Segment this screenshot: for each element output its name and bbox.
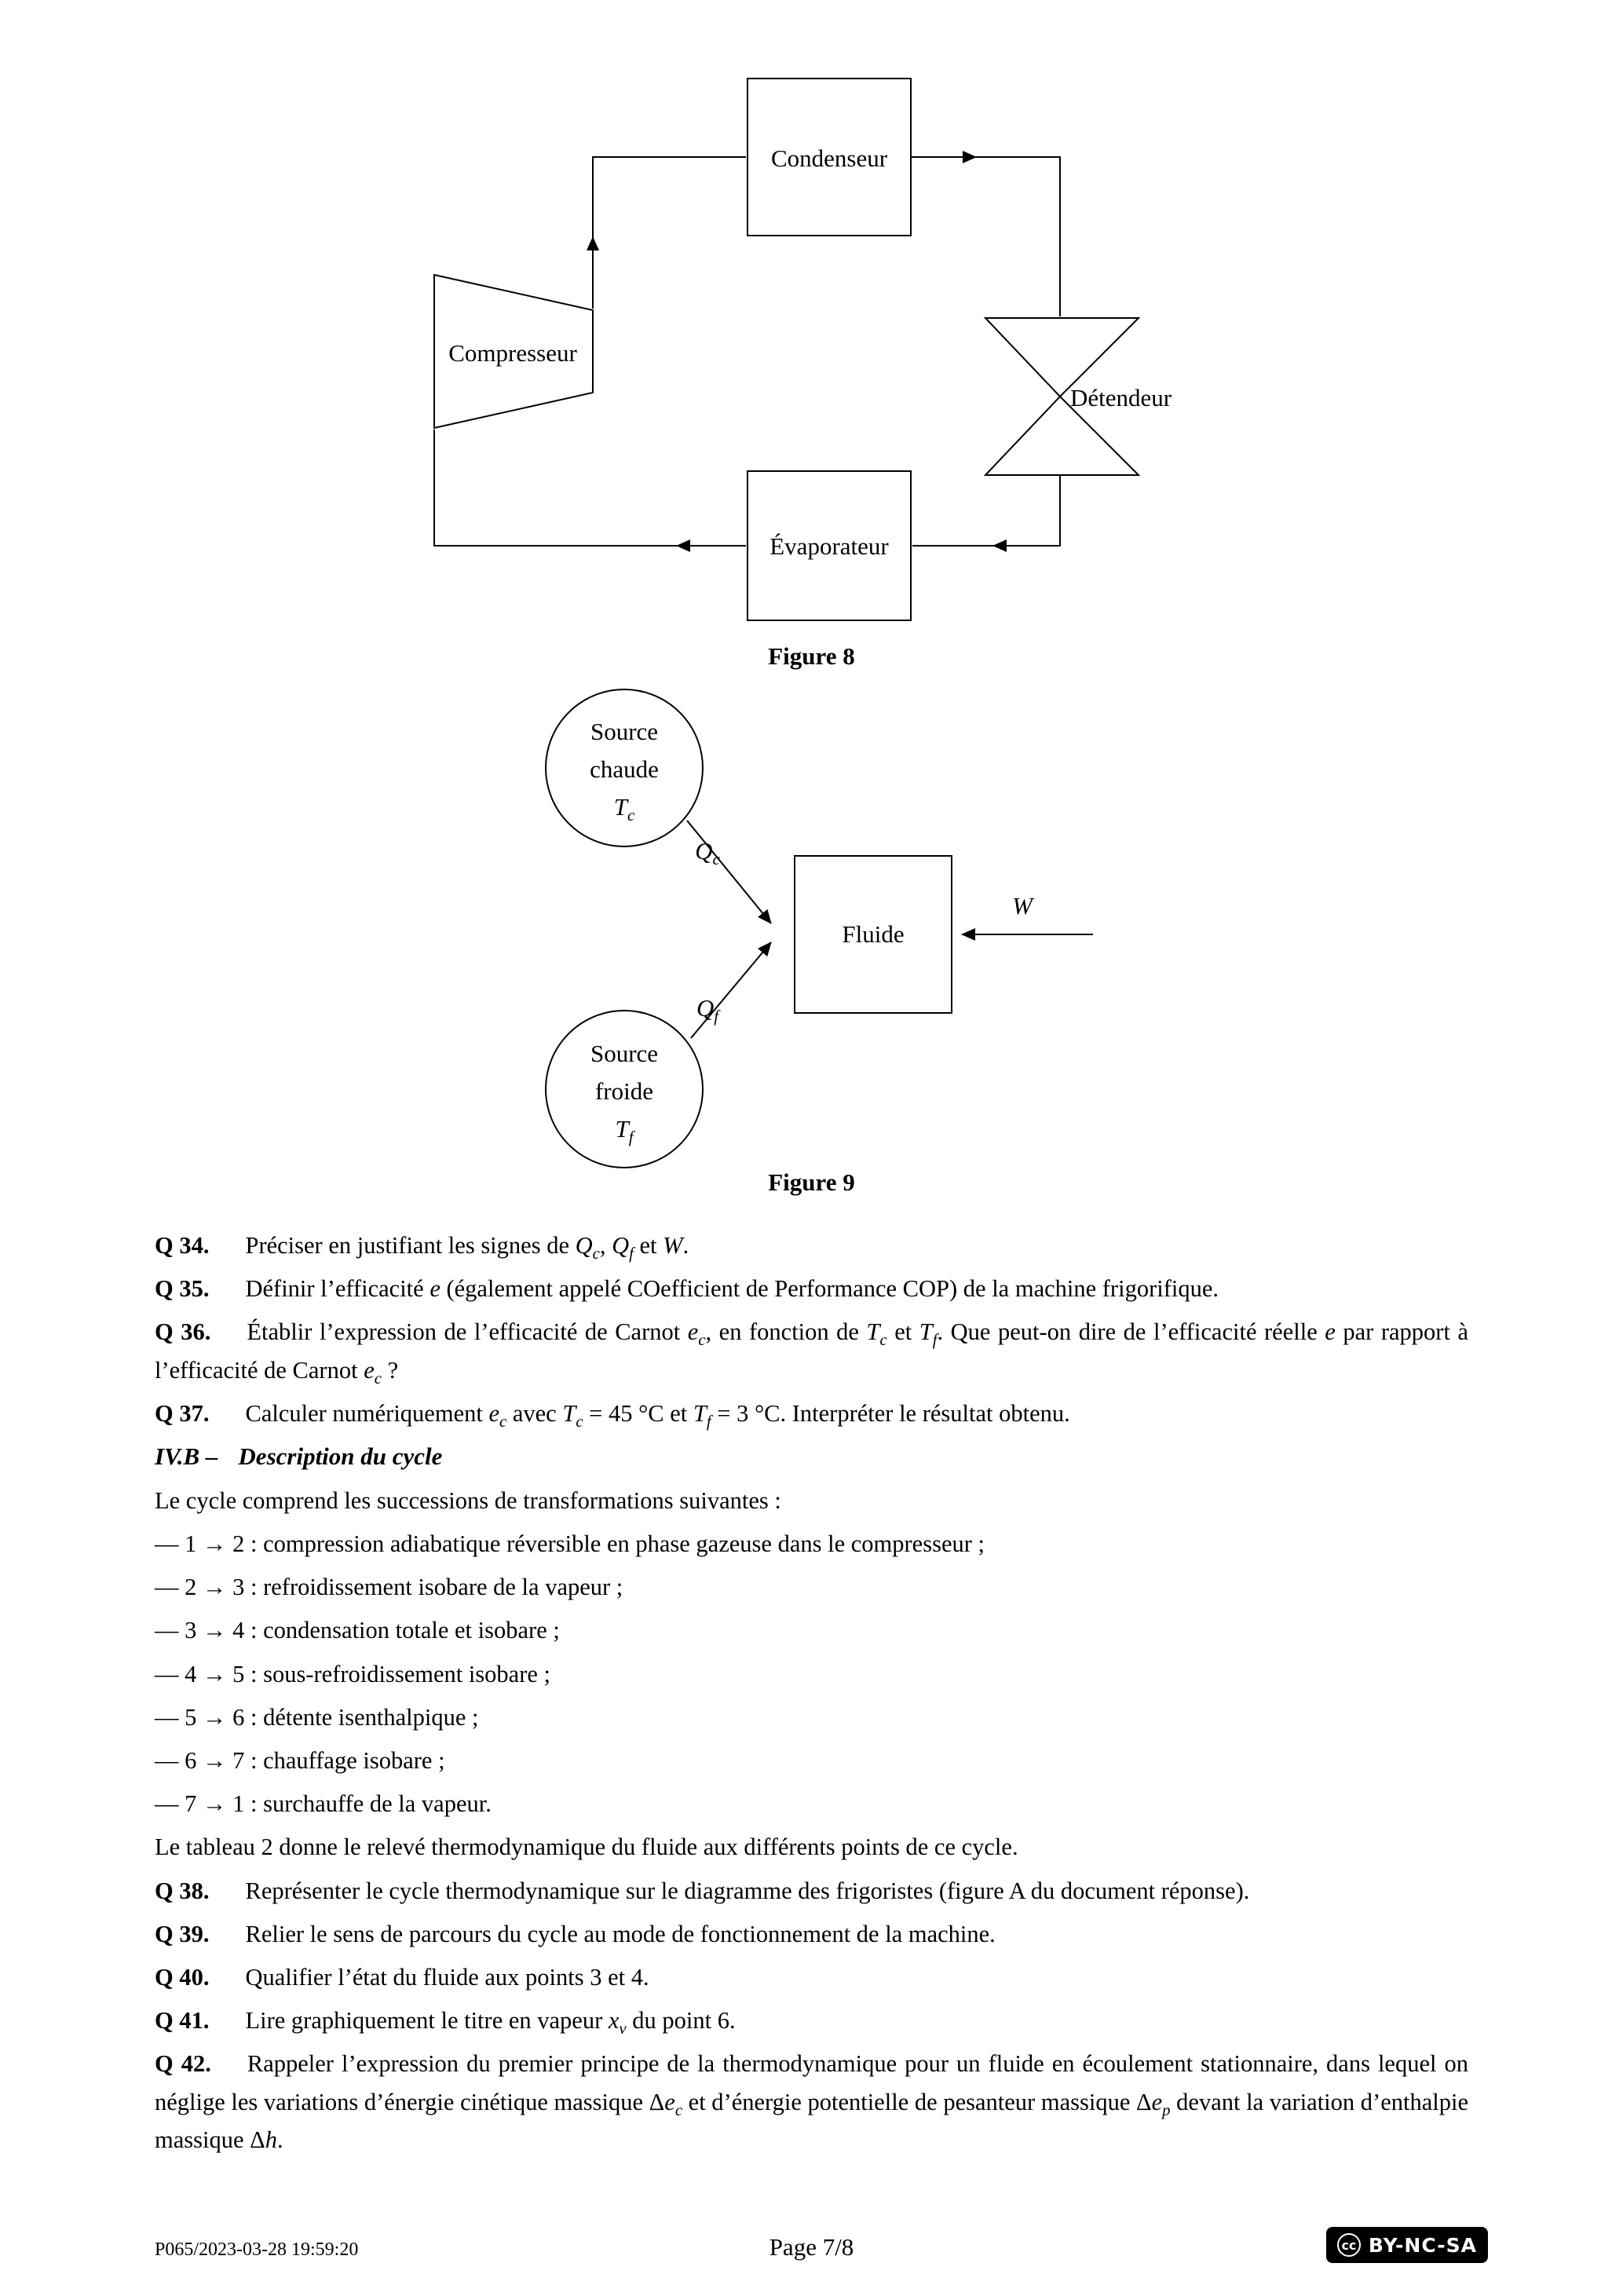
expansion-valve-label: Détendeur xyxy=(1070,384,1172,411)
question-q40: Q 40. Qualifier l’état du fluide aux poin… xyxy=(155,1958,1468,1996)
cold-source-label: Source froide Tf xyxy=(546,1035,703,1148)
question-q36-text: Établir l’expression de l’efficacité de … xyxy=(155,1318,1468,1387)
question-q38-number: Q 38. xyxy=(155,1877,210,1904)
question-q40-number: Q 40. xyxy=(155,1963,210,1991)
cycle-step-1: — 1 → 2 : compression adiabatique révers… xyxy=(155,1530,985,1558)
question-q37-text: Calculer numériquement ec avec Tc = 45 °… xyxy=(245,1399,1070,1431)
cold-source-line1: Source xyxy=(590,1040,659,1067)
question-q37-number: Q 37. xyxy=(155,1399,210,1427)
section-heading: IV.B – Description du cycle xyxy=(155,1438,1468,1476)
cc-license-badge[interactable]: cc BY-NC-SA xyxy=(1325,2227,1488,2263)
question-q37: Q 37. Calculer numériquement ec avec Tc =… xyxy=(155,1395,1468,1432)
question-q41: Q 41. Lire graphiquement le titre en vape… xyxy=(155,2002,1468,2039)
cycle-step-6: — 6 → 7 : chauffage isobare ; xyxy=(155,1747,445,1775)
question-q39: Q 39. Relier le sens de parcours du cycle… xyxy=(155,1915,1468,1953)
compressor-to-condenser-line2 xyxy=(592,156,746,237)
cycle-step-5: — 5 → 6 : détente isenthalpique ; xyxy=(155,1703,479,1731)
expansion-valve-top-triangle xyxy=(983,317,1141,398)
evaporator-to-compressor-line2 xyxy=(433,430,677,547)
condenser-label: Condenseur xyxy=(770,144,888,172)
evaporator-label: Évaporateur xyxy=(769,532,889,560)
heat-hot-label: Qc xyxy=(695,837,720,869)
cc-logo-icon: cc xyxy=(1336,2233,1361,2257)
cycle-step-3: — 3 → 4 : condensation totale et isobare… xyxy=(155,1617,560,1644)
condenser-to-valve-line2 xyxy=(976,156,1061,316)
hot-source-temp: Tc xyxy=(613,793,635,825)
footer-stamp: P065/2023-03-28 19:59:20 xyxy=(155,2239,359,2260)
condenser-box xyxy=(747,78,912,236)
text-body: Q 34. Préciser en justifiant les signes d… xyxy=(155,1227,1468,2164)
hot-source-label: Source chaude Tc xyxy=(546,713,703,826)
cycle-step-7: — 7 → 1 : surchauffe de la vapeur. xyxy=(155,1790,492,1818)
question-q34: Q 34. Préciser en justifiant les signes d… xyxy=(155,1227,1468,1264)
question-q38-text: Représenter le cycle thermodynamique sur… xyxy=(245,1877,1250,1904)
question-q41-text: Lire graphiquement le titre en vapeur xv… xyxy=(245,2007,736,2038)
cycle-intro: Le cycle comprend les successions de tra… xyxy=(155,1486,781,1514)
expansion-valve-bottom-triangle xyxy=(983,395,1141,476)
question-q35-text: Définir l’efficacité e (également appelé… xyxy=(245,1275,1219,1303)
question-q42-text: Rappeler l’expression du premier princip… xyxy=(155,2050,1468,2153)
qf-arrow xyxy=(690,941,772,1039)
question-q35: Q 35. Définir l’efficacité e (également a… xyxy=(155,1270,1468,1307)
question-q34-number: Q 34. xyxy=(155,1232,210,1259)
table-note: Le tableau 2 donne le relevé thermodynam… xyxy=(155,1834,1018,1861)
cycle-step-2: — 2 → 3 : refroidissement isobare de la … xyxy=(155,1574,623,1601)
question-q39-number: Q 39. xyxy=(155,1920,210,1947)
work-label: W xyxy=(1012,892,1033,919)
question-q36-number: Q 36. xyxy=(155,1318,211,1346)
question-q42-number: Q 42. xyxy=(155,2050,211,2078)
hot-source-line1: Source xyxy=(590,718,659,745)
valve-to-evaporator-line xyxy=(992,475,1061,552)
compressor-shape xyxy=(433,273,594,430)
question-q38: Q 38. Représenter le cycle thermodynamiqu… xyxy=(155,1872,1468,1910)
hot-source-circle xyxy=(545,689,704,847)
heat-cold-label: Qf xyxy=(696,994,719,1026)
cold-source-temp: Tf xyxy=(615,1115,634,1147)
question-q34-text: Préciser en justifiant les signes de Qc,… xyxy=(245,1232,689,1263)
question-q36: Q 36.Établir l’expression de l’efficacit… xyxy=(155,1313,1468,1388)
section-number: IV.B – xyxy=(155,1442,218,1470)
cold-source-circle xyxy=(545,1010,704,1168)
cycle-step-4: — 4 → 5 : sous-refroidissement isobare ; xyxy=(155,1660,551,1687)
fluid-box xyxy=(794,855,952,1014)
page-number: Page 7/8 xyxy=(769,2233,854,2261)
question-q40-text: Qualifier l’état du fluide aux points 3 … xyxy=(245,1963,649,1991)
cold-source-line2: froide xyxy=(594,1077,654,1105)
section-title: Description du cycle xyxy=(238,1442,443,1470)
compressor-label: Compresseur xyxy=(448,339,577,367)
question-q41-number: Q 41. xyxy=(155,2007,210,2035)
qc-arrow xyxy=(686,820,772,924)
figures-diagram-layer xyxy=(433,78,1141,1168)
question-q39-text: Relier le sens de parcours du cycle au m… xyxy=(245,1920,996,1947)
figure-9-caption: Figure 9 xyxy=(768,1168,855,1196)
fluid-label: Fluide xyxy=(842,920,905,948)
question-q42: Q 42.Rappeler l’expression du premier pr… xyxy=(155,2045,1468,2159)
hot-source-line2: chaude xyxy=(590,755,659,783)
question-q35-number: Q 35. xyxy=(155,1275,210,1303)
figure-8-caption: Figure 8 xyxy=(768,642,855,670)
cc-license-text: BY-NC-SA xyxy=(1368,2233,1477,2257)
evaporator-box xyxy=(747,470,912,621)
